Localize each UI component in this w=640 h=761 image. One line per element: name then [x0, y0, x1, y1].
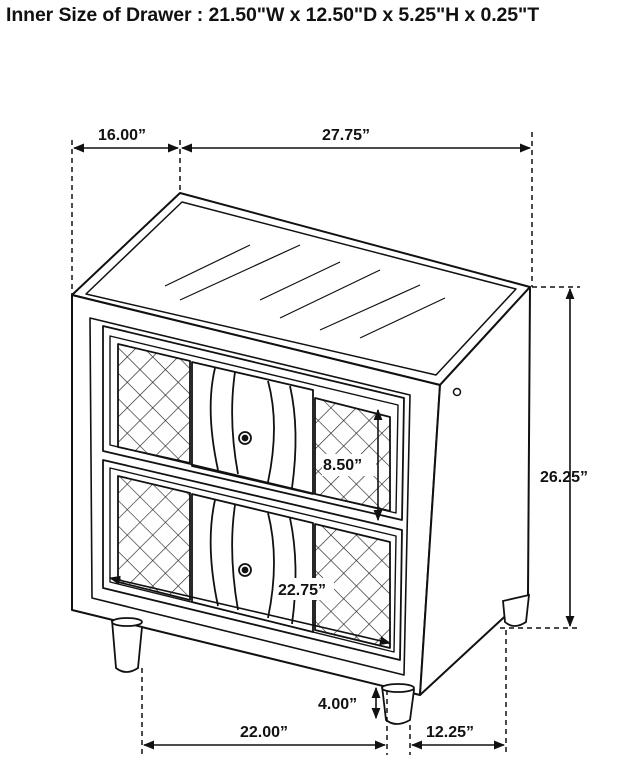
extension-lines — [71, 132, 580, 755]
dim-bottom-depth: 12.25” — [426, 724, 474, 741]
leg-front-left — [111, 618, 143, 673]
dim-drawer-width: 22.75” — [278, 582, 326, 599]
side-hole — [452, 387, 462, 397]
dim-leg-height: 4.00” — [318, 696, 357, 713]
lower-left-mesh — [117, 475, 191, 601]
page-title: Inner Size of Drawer : 21.50"W x 12.50"D… — [6, 4, 540, 26]
dim-drawer-height: 8.50” — [323, 457, 362, 474]
dimension-arrows — [72, 143, 575, 750]
dim-width-top: 27.75” — [322, 127, 370, 144]
dim-height-total: 26.25” — [540, 469, 588, 486]
upper-left-mesh — [117, 343, 191, 464]
dim-bottom-width: 22.00” — [240, 724, 288, 741]
dim-depth-top: 16.00” — [98, 127, 146, 144]
leg-back-right — [502, 593, 531, 627]
glass-reflection — [164, 244, 446, 339]
